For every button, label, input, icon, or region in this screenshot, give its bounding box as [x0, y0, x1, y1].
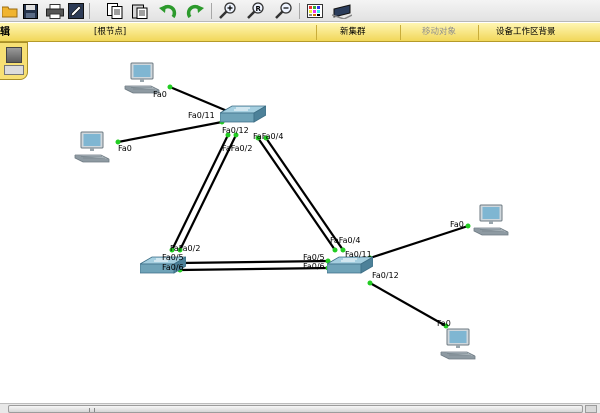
port-label: FaFa0/4	[330, 236, 360, 245]
viewport-icon	[6, 47, 22, 63]
horizontal-scrollbar[interactable]	[0, 403, 600, 413]
workspace-logical-label: 辑	[0, 27, 10, 38]
link-sw-left-sw-right-2[interactable]	[179, 266, 329, 272]
port-label: Fa0/5	[162, 253, 184, 262]
palette-button[interactable]	[305, 1, 325, 21]
workspace-navbar: 辑 [根节点] 新集群 移动对象 设备工作区背景	[0, 23, 600, 42]
viewport-tab[interactable]	[0, 42, 28, 80]
link-sw-top-sw-right-2[interactable]	[265, 137, 344, 251]
paste-button[interactable]	[130, 1, 150, 21]
link-sw-left-sw-right-1[interactable]	[179, 259, 329, 265]
new-cluster-button[interactable]: 新集群	[340, 27, 366, 37]
zoom-reset-icon: R	[247, 2, 264, 19]
link-pc-mid-left-sw-top[interactable]	[117, 120, 223, 144]
paste-icon	[132, 4, 148, 19]
undo-button[interactable]	[158, 1, 178, 21]
redo-icon	[186, 4, 204, 19]
port-label: Fa0	[153, 90, 167, 99]
pencil-icon	[68, 3, 84, 19]
palette-icon	[307, 4, 323, 18]
link-sw-top-sw-left-2[interactable]	[179, 134, 237, 251]
main-toolbar: R	[0, 0, 600, 22]
root-node-label[interactable]: [根节点]	[94, 27, 127, 37]
link-sw-top-sw-left-1[interactable]	[171, 134, 229, 251]
open-button[interactable]	[0, 1, 20, 21]
activity-wizard-button[interactable]	[66, 1, 86, 21]
port-label: Fa0	[118, 144, 132, 153]
scroll-right-arrow-icon[interactable]	[585, 405, 597, 413]
redo-button[interactable]	[185, 1, 205, 21]
device-icon	[332, 4, 352, 19]
set-background-button[interactable]: 设备工作区背景	[496, 27, 556, 37]
port-label: Fa0/11	[345, 250, 372, 259]
port-label: Fa0/6	[162, 263, 184, 272]
scrollbar-thumb[interactable]	[8, 405, 583, 413]
zoom-reset-button[interactable]: R	[246, 1, 266, 21]
port-label: Fa0/12	[222, 126, 249, 135]
port-indicators	[115, 84, 471, 329]
move-object-button[interactable]: 移动对象	[422, 27, 457, 37]
pc-right-bottom[interactable]	[440, 328, 476, 360]
custom-device-button[interactable]	[332, 1, 352, 21]
port-label: FaFa0/4	[253, 132, 283, 141]
svg-text:R: R	[256, 5, 262, 13]
link-sw-top-sw-right-1[interactable]	[257, 137, 336, 251]
pc-top-left[interactable]	[124, 62, 160, 94]
zoom-in-icon	[219, 2, 236, 19]
folder-icon	[2, 6, 18, 18]
printer-icon	[46, 3, 64, 19]
network-canvas[interactable]: Fa0 Fa0/11 Fa0 Fa0/12 FaFa0/4 FaFa0/2 Fa…	[0, 43, 600, 403]
zoom-out-icon	[275, 2, 292, 19]
port-label: FaFa0/2	[170, 244, 200, 253]
link-sw-right-pc-right-bottom[interactable]	[369, 282, 447, 327]
viewport-window-icon	[4, 65, 24, 75]
undo-icon	[159, 4, 177, 19]
port-label: FaFa0/2	[222, 144, 252, 153]
port-label: Fa0/5	[303, 253, 325, 262]
switch-right[interactable]	[327, 256, 373, 274]
port-label: Fa0	[437, 319, 451, 328]
port-label: Fa0/6	[303, 262, 325, 271]
cable-links	[117, 85, 469, 327]
link-sw-right-pc-right-top[interactable]	[369, 224, 469, 260]
save-button[interactable]	[20, 1, 40, 21]
port-label: Fa0/12	[372, 271, 399, 280]
copy-button[interactable]	[105, 1, 125, 21]
switch-top[interactable]	[220, 105, 266, 123]
print-button[interactable]	[45, 1, 65, 21]
floppy-icon	[22, 3, 38, 19]
link-pc-top-left-sw-top[interactable]	[169, 85, 233, 115]
pc-right-top[interactable]	[473, 204, 509, 236]
pc-mid-left[interactable]	[74, 131, 110, 163]
port-label: Fa0/11	[188, 111, 215, 120]
copy-icon	[107, 3, 123, 19]
zoom-in-button[interactable]	[218, 1, 238, 21]
scrollbar-grip-icon	[89, 408, 95, 412]
port-label: Fa0	[450, 220, 464, 229]
zoom-out-button[interactable]	[274, 1, 294, 21]
